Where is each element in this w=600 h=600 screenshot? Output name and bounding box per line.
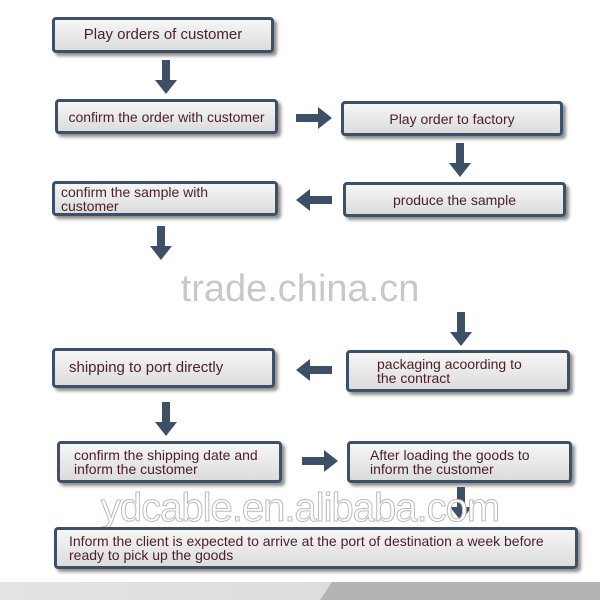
step-packaging: packaging acoording to the contract [346, 350, 570, 392]
step-confirm-sample: confirm the sample with customer [52, 181, 278, 216]
step-after-loading: After loading the goods to inform the cu… [347, 441, 572, 483]
step-inform-client: Inform the client is expected to arrive … [54, 527, 578, 569]
arrow-left-icon [296, 359, 332, 381]
arrow-right-icon [302, 450, 338, 472]
arrow-down-icon [450, 312, 472, 346]
watermark-alibaba: ydcable.en.alibaba.com [100, 486, 500, 531]
step-produce-sample: produce the sample [343, 182, 566, 217]
step-confirm-shipping-date: confirm the shipping date and inform the… [57, 441, 282, 483]
step-confirm-order: confirm the order with customer [55, 99, 278, 134]
arrow-down-icon [449, 143, 471, 177]
footer-band-accent [320, 582, 600, 600]
arrow-down-icon [450, 487, 472, 521]
arrow-down-icon [150, 226, 172, 260]
step-order-to-factory: Play order to factory [341, 101, 563, 136]
watermark-trade-china: trade.china.cn [180, 268, 420, 310]
arrow-down-icon [155, 402, 177, 436]
arrow-down-icon [155, 60, 177, 94]
arrow-right-icon [296, 107, 332, 129]
arrow-left-icon [296, 189, 332, 211]
step-shipping-to-port: shipping to port directly [52, 348, 275, 388]
step-play-orders: Play orders of customer [52, 17, 274, 53]
